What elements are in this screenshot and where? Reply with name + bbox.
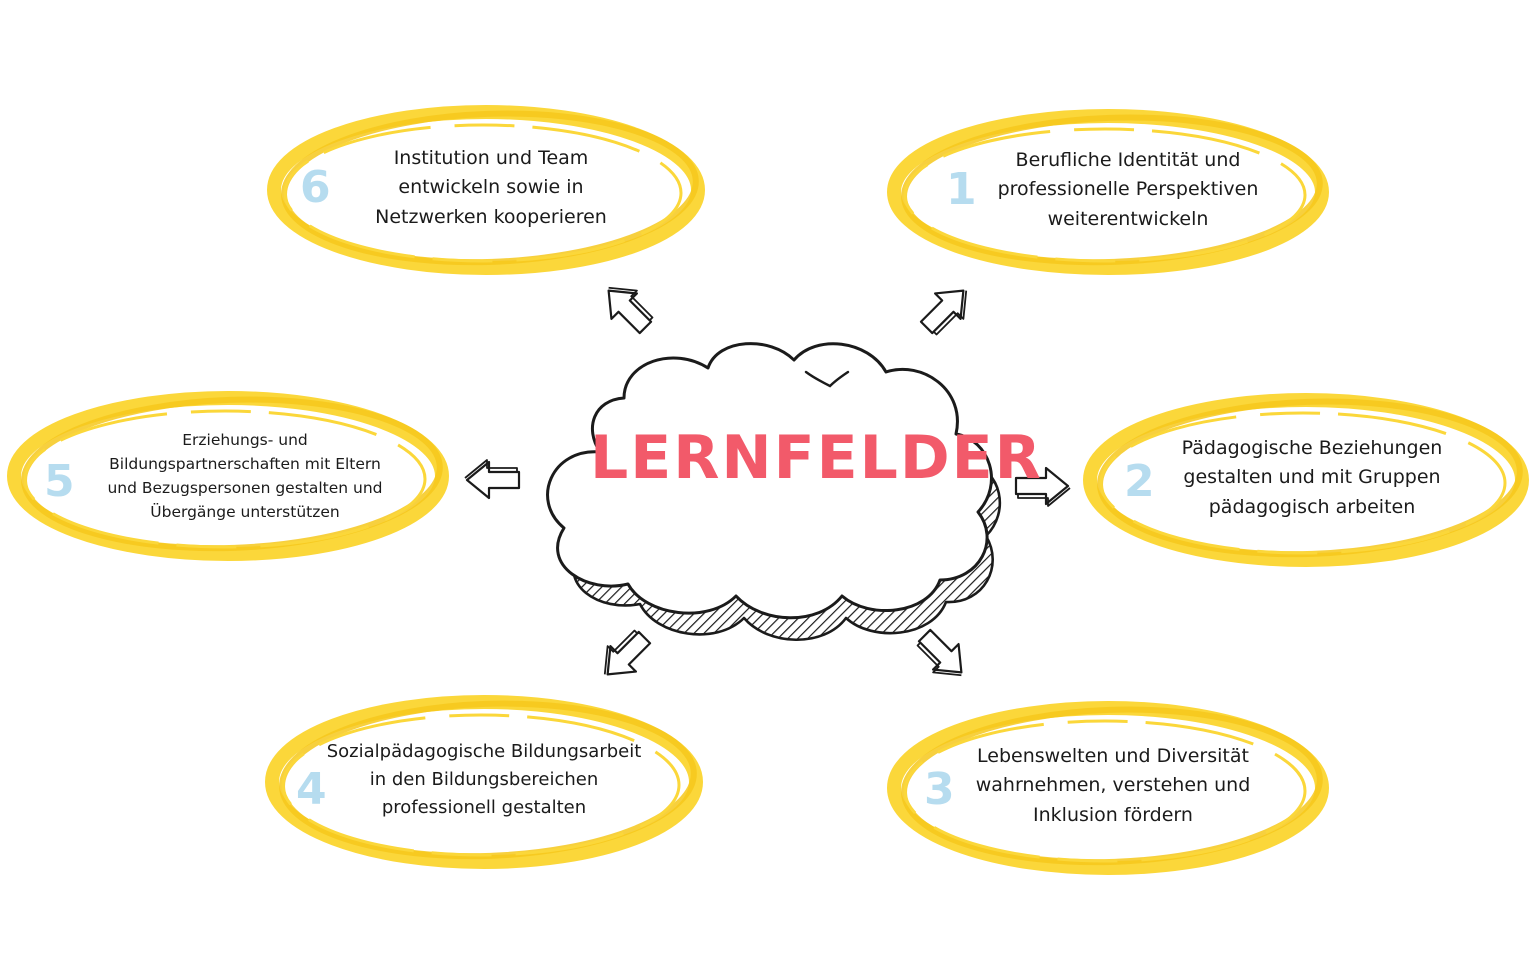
- arrow-up-right-icon: [912, 275, 981, 343]
- arrow-left-icon: [463, 458, 521, 500]
- lernfeld-2-text: Pädagogische Beziehungen gestalten und m…: [1152, 420, 1472, 536]
- lernfeld-6-number: 6: [300, 162, 331, 213]
- lernfeld-3-number: 3: [924, 764, 955, 815]
- lernfeld-3-text: Lebenswelten und Diversität wahrnehmen, …: [958, 728, 1268, 844]
- ring-4: [265, 695, 703, 869]
- lernfeld-1-number: 1: [946, 164, 977, 215]
- lernfeld-label: Sozialpädagogische Bildungsarbeit in den…: [326, 741, 642, 818]
- lernfeld-4-text: Sozialpädagogische Bildungsarbeit in den…: [316, 722, 652, 838]
- lernfeld-5-text: Erziehungs- und Bildungspartnerschaften …: [80, 418, 410, 534]
- lernfeld-label: Institution und Team entwickeln sowie in…: [375, 146, 607, 228]
- center-title: LERNFELDER: [590, 423, 1043, 493]
- lernfeld-label: Pädagogische Beziehungen gestalten und m…: [1181, 436, 1443, 518]
- lernfeld-label: Berufliche Identität und professionelle …: [997, 148, 1259, 230]
- lernfeld-label: Erziehungs- und Bildungspartnerschaften …: [107, 430, 383, 522]
- lernfeld-label: Lebenswelten und Diversität wahrnehmen, …: [975, 744, 1251, 826]
- ring-1: [887, 109, 1329, 275]
- lernfeld-5-number: 5: [44, 456, 75, 507]
- lernfeld-1-text: Berufliche Identität und professionelle …: [978, 132, 1278, 248]
- lernfeld-6-text: Institution und Team entwickeln sowie in…: [346, 130, 636, 246]
- ring-6: [267, 105, 705, 275]
- lernfeld-4-number: 4: [296, 764, 327, 815]
- lernfeld-2-number: 2: [1124, 456, 1155, 507]
- arrow-up-left-icon: [593, 273, 661, 342]
- ring-5: [7, 391, 449, 561]
- ring-3: [887, 701, 1329, 875]
- arrow-down-left-icon: [590, 622, 659, 690]
- cloud-shape: [546, 342, 1002, 642]
- ring-group: [7, 105, 1529, 875]
- ring-2: [1083, 393, 1529, 567]
- arrow-down-right-icon: [909, 621, 977, 690]
